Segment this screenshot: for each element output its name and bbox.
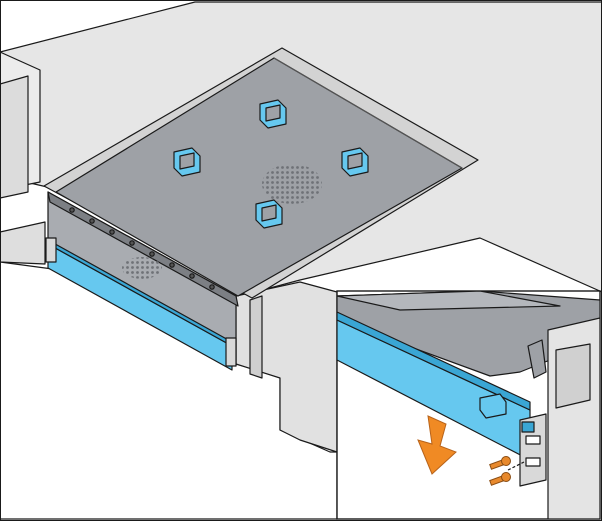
detail-inset	[336, 290, 601, 520]
rail-bracket-left	[45, 237, 57, 263]
rail-bracket-right	[225, 337, 237, 367]
front-bolts	[69, 207, 215, 290]
down-arrow	[417, 415, 457, 475]
lid-perforation	[262, 164, 322, 204]
inset-bracket-slot-upper	[525, 435, 541, 445]
screw-upper	[489, 456, 511, 470]
handle-top	[259, 99, 287, 129]
inset-guide-line	[507, 461, 525, 471]
inset-rail-clip	[479, 393, 507, 419]
screw-lower	[489, 472, 511, 486]
enclosure-step-face	[249, 295, 263, 379]
inset-tray-lid-top	[337, 291, 561, 311]
tray-lid-edge	[273, 57, 463, 169]
handle-right	[341, 147, 369, 177]
mounting-rail	[45, 237, 237, 371]
inset-bracket-nut	[521, 421, 535, 433]
front-perforation	[122, 257, 162, 279]
enclosure-left-shelf	[0, 221, 46, 265]
screws	[489, 456, 511, 486]
handle-bottom	[255, 199, 283, 229]
enclosure-left-face	[0, 75, 29, 199]
inset-bracket-slot-lower	[525, 457, 541, 467]
inset-hook	[527, 339, 547, 379]
handles	[173, 99, 369, 229]
handle-left	[173, 147, 201, 177]
inset-rail-top	[337, 311, 531, 411]
inset-enclosure-face	[555, 343, 591, 409]
